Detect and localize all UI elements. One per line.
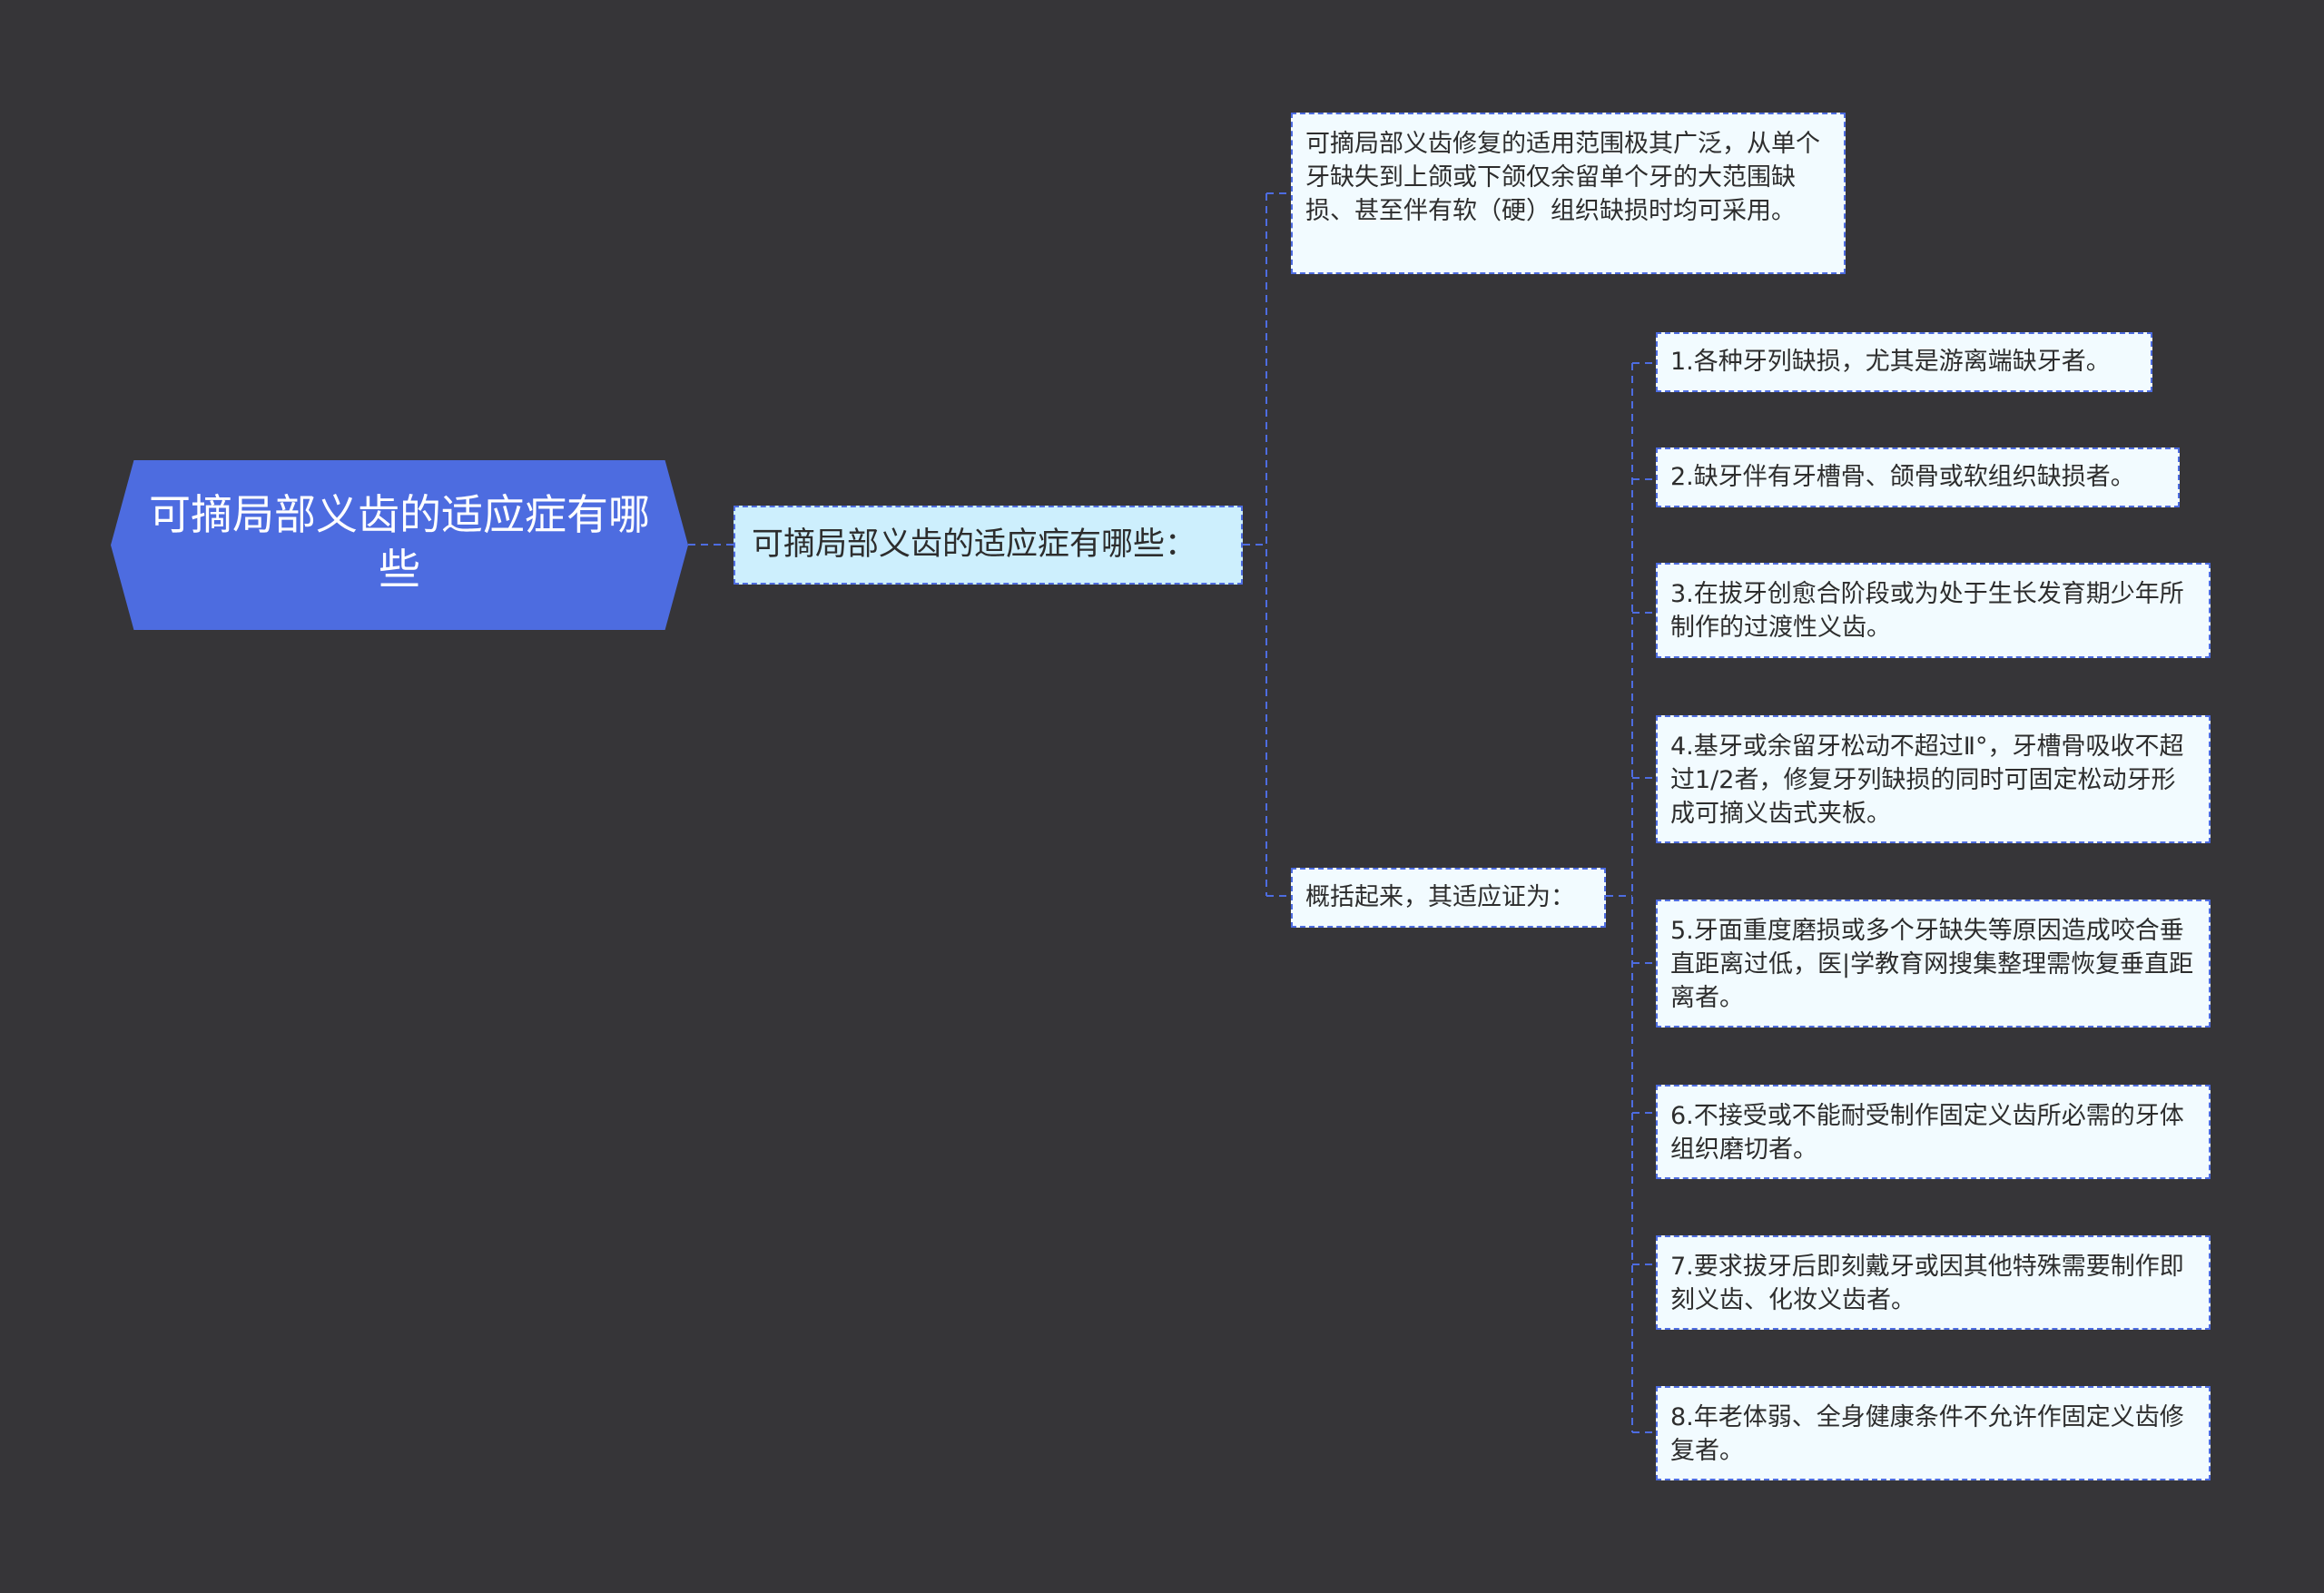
- indication-item-text: 4.基牙或余留牙松动不超过Ⅱ°，牙槽骨吸收不超过1/2者，修复牙列缺损的同时可固…: [1670, 733, 2184, 828]
- root-topic[interactable]: 可摘局部义齿的适应症有哪些: [111, 460, 688, 630]
- indication-item-text: 7.要求拔牙后即刻戴牙或因其他特殊需要制作即刻义齿、化妆义齿者。: [1670, 1253, 2184, 1314]
- root-topic-label: 可摘局部义齿的适应症有哪些: [149, 490, 650, 594]
- indication-item-2[interactable]: 2.缺牙伴有牙槽骨、颌骨或软组织缺损者。: [1656, 447, 2180, 507]
- indication-item-text: 2.缺牙伴有牙槽骨、颌骨或软组织缺损者。: [1670, 463, 2135, 491]
- indication-item-1[interactable]: 1.各种牙列缺损，尤其是游离端缺牙者。: [1656, 332, 2152, 392]
- indication-item-text: 1.各种牙列缺损，尤其是游离端缺牙者。: [1670, 348, 2111, 376]
- summary-topic-label: 概括起来，其适应证为：: [1305, 883, 1575, 911]
- summary-topic[interactable]: 概括起来，其适应证为：: [1291, 868, 1606, 928]
- indication-item-text: 6.不接受或不能耐受制作固定义齿所必需的牙体组织磨切者。: [1670, 1102, 2184, 1164]
- scope-topic[interactable]: 可摘局部义齿修复的适用范围极其广泛，从单个牙缺失到上颌或下颌仅余留单个牙的大范围…: [1291, 113, 1846, 274]
- indication-item-text: 3.在拔牙创愈合阶段或为处于生长发育期少年所制作的过渡性义齿。: [1670, 580, 2184, 642]
- indication-item-text: 5.牙面重度磨损或多个牙缺失等原因造成咬合垂直距离过低，医|学教育网搜集整理需恢…: [1670, 917, 2194, 1012]
- indication-item-4[interactable]: 4.基牙或余留牙松动不超过Ⅱ°，牙槽骨吸收不超过1/2者，修复牙列缺损的同时可固…: [1656, 715, 2211, 843]
- main-topic-label: 可摘局部义齿的适应症有哪些：: [752, 526, 1197, 563]
- indication-item-7[interactable]: 7.要求拔牙后即刻戴牙或因其他特殊需要制作即刻义齿、化妆义齿者。: [1656, 1235, 2211, 1330]
- indication-item-text: 8.年老体弱、全身健康条件不允许作固定义齿修复者。: [1670, 1403, 2184, 1465]
- scope-topic-text: 可摘局部义齿修复的适用范围极其广泛，从单个牙缺失到上颌或下颌仅余留单个牙的大范围…: [1305, 130, 1820, 225]
- indication-item-8[interactable]: 8.年老体弱、全身健康条件不允许作固定义齿修复者。: [1656, 1386, 2211, 1480]
- main-topic[interactable]: 可摘局部义齿的适应症有哪些：: [734, 506, 1243, 585]
- main-to-level2-connector: [1243, 192, 1291, 897]
- summary-to-items-connector: [1606, 362, 1656, 1433]
- indication-item-5[interactable]: 5.牙面重度磨损或多个牙缺失等原因造成咬合垂直距离过低，医|学教育网搜集整理需恢…: [1656, 900, 2211, 1028]
- indication-item-3[interactable]: 3.在拔牙创愈合阶段或为处于生长发育期少年所制作的过渡性义齿。: [1656, 563, 2211, 658]
- indication-item-6[interactable]: 6.不接受或不能耐受制作固定义齿所必需的牙体组织磨切者。: [1656, 1085, 2211, 1179]
